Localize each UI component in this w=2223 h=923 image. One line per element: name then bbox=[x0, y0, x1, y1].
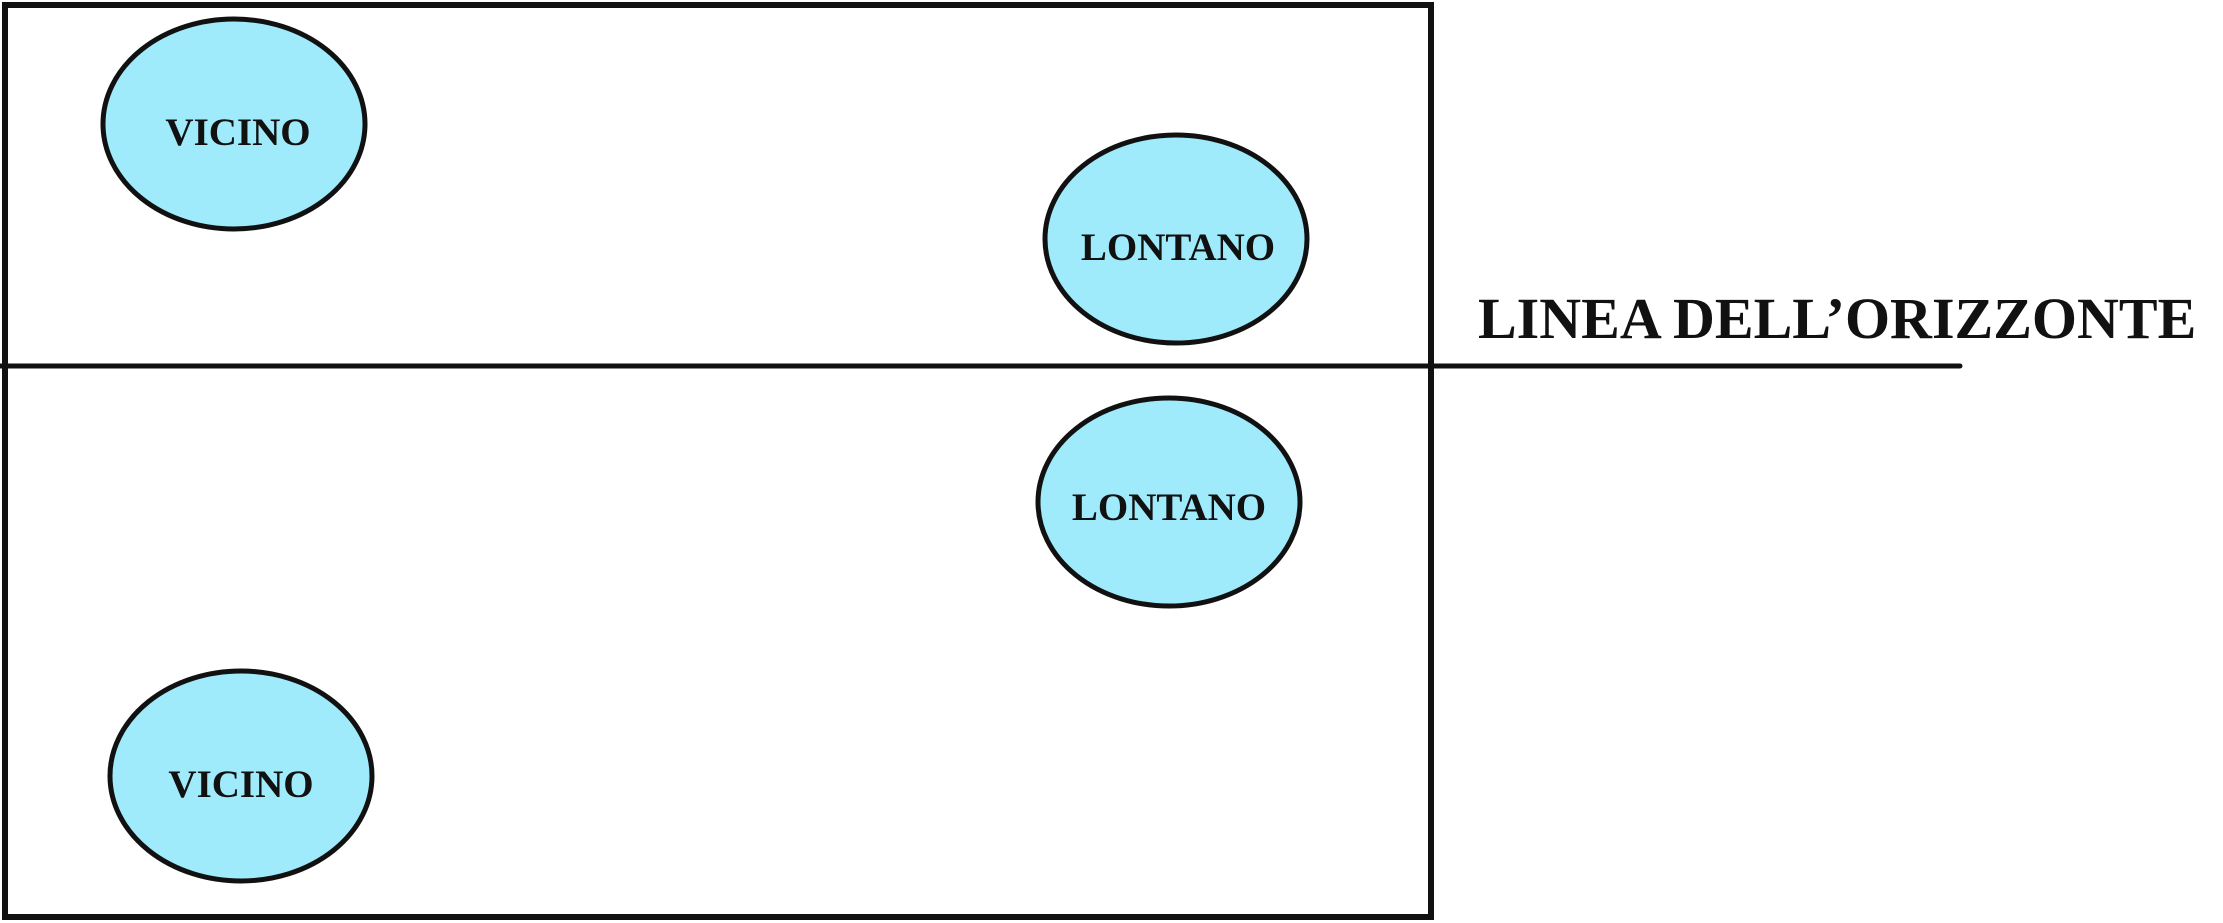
top-near-ellipse: VICINO bbox=[100, 16, 368, 232]
horizon-label: LINEA DELL’ORIZZONTE bbox=[1478, 286, 2196, 351]
bottom-near-ellipse: VICINO bbox=[107, 668, 375, 884]
top-far-ellipse: LONTANO bbox=[1042, 132, 1310, 346]
bottom-far-label: LONTANO bbox=[1072, 486, 1266, 529]
frame-rectangle bbox=[2, 2, 1434, 920]
top-far-label: LONTANO bbox=[1081, 226, 1275, 269]
top-near-label: VICINO bbox=[165, 111, 310, 154]
bottom-near-label: VICINO bbox=[168, 763, 313, 806]
bottom-far-ellipse: LONTANO bbox=[1035, 395, 1303, 609]
